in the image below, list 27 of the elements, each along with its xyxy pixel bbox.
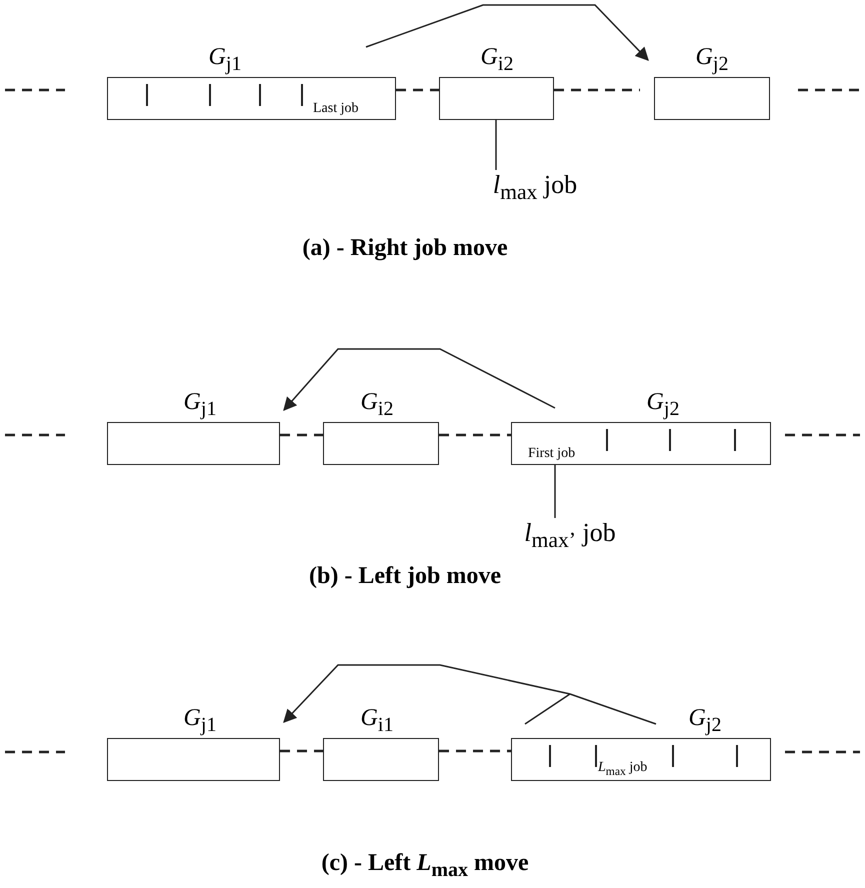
job-label: Last job [313, 101, 358, 117]
move-arrow [366, 4, 649, 61]
group-label: G$_{j2}$ [688, 704, 722, 738]
dashed-line [439, 434, 511, 436]
group-label: G$_{j2}$ [646, 388, 680, 422]
job-label: l$_{max}$ job [492, 170, 578, 208]
job-label: l$_{max’}$ job [524, 518, 616, 556]
move-arrow [283, 664, 657, 725]
group-label: G$_{j1}$ [208, 43, 242, 77]
panel-caption: (c) - Left L$_{max}$ move [321, 850, 529, 882]
leader-line [554, 465, 556, 518]
dashed-line [280, 750, 323, 752]
group-label: G$_{j1}$ [184, 388, 216, 422]
panel-caption: (b) - Left job move [309, 563, 501, 590]
dashed-line [396, 88, 439, 92]
group-label: G$_{i1}$ [360, 704, 394, 738]
dashed-line [439, 750, 511, 752]
move-arrow [283, 348, 556, 411]
group-label: G$_{j1}$ [184, 704, 216, 738]
job-label: First job [528, 446, 576, 462]
group-label: G$_{i2}$ [360, 388, 394, 422]
group-label: G$_{i2}$ [480, 43, 514, 77]
panel-caption: (a) - Right job move [302, 235, 508, 262]
dashed-line [280, 434, 323, 436]
leader-line [495, 120, 497, 170]
job-label: L$_{max}$ job [598, 760, 648, 778]
group-label: G$_{j2}$ [696, 43, 728, 77]
